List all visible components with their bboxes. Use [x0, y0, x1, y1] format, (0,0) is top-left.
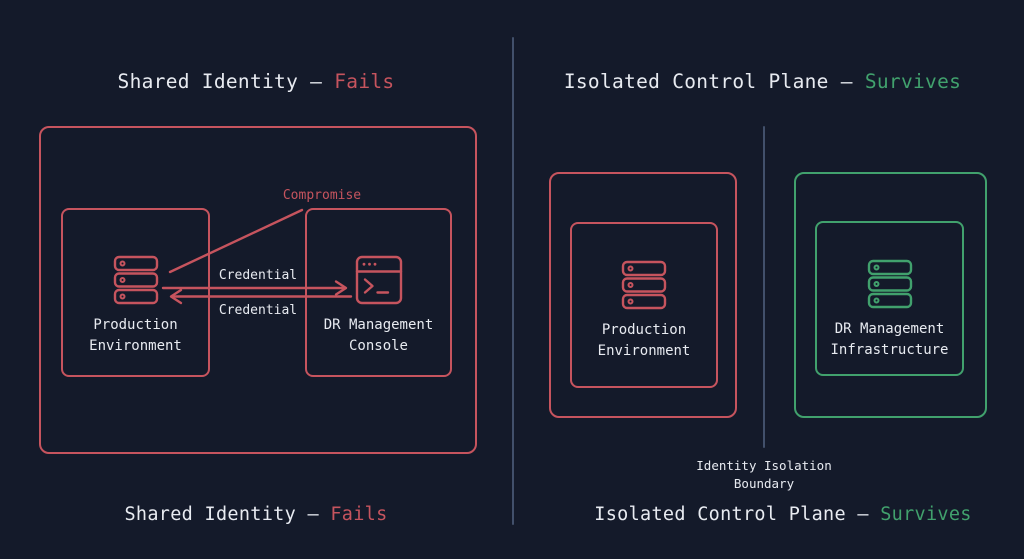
- left-title-text: Shared Identity —: [117, 70, 335, 93]
- right-title-highlight: Survives: [864, 70, 962, 93]
- right-production-outer-box: [549, 172, 737, 418]
- dr-management-console-box: DR Management Console: [305, 208, 452, 377]
- shared-identity-outer-box: [39, 126, 477, 454]
- dr-infrastructure-label: DR Management Infrastructure: [830, 321, 949, 358]
- right-production-inner-box: Production Environment: [570, 222, 718, 388]
- server-icon: [867, 259, 913, 309]
- terminal-icon: [355, 255, 403, 305]
- left-section-title: Shared Identity — Fails: [0, 70, 512, 93]
- left-caption-text: Shared Identity —: [124, 504, 331, 525]
- left-section-caption: Shared Identity — Fails: [0, 504, 512, 525]
- credential-label-top: Credential: [218, 268, 298, 283]
- right-title-text: Isolated Control Plane —: [563, 70, 865, 93]
- right-caption-text: Isolated Control Plane —: [594, 504, 881, 525]
- right-production-label: Production Environment: [597, 322, 691, 359]
- left-title-highlight: Fails: [334, 70, 395, 93]
- compromise-label: Compromise: [282, 188, 362, 203]
- identity-boundary-label: Identity Isolation Boundary: [696, 458, 832, 492]
- center-divider-line: [512, 37, 514, 525]
- identity-boundary-line: [763, 126, 765, 448]
- right-section-title: Isolated Control Plane — Survives: [510, 70, 1015, 93]
- left-caption-highlight: Fails: [330, 504, 388, 525]
- credential-label-bottom: Credential: [218, 303, 298, 318]
- dr-infrastructure-outer-box: [794, 172, 987, 418]
- production-environment-box-left: Production Environment: [61, 208, 210, 377]
- right-caption-highlight: Survives: [880, 504, 972, 525]
- right-section-caption: Isolated Control Plane — Survives: [571, 504, 995, 525]
- server-icon: [113, 255, 159, 305]
- dr-management-console-label: DR Management Console: [323, 317, 434, 354]
- production-environment-label: Production Environment: [89, 317, 182, 354]
- server-icon: [621, 260, 667, 310]
- dr-infrastructure-inner-box: DR Management Infrastructure: [815, 221, 964, 376]
